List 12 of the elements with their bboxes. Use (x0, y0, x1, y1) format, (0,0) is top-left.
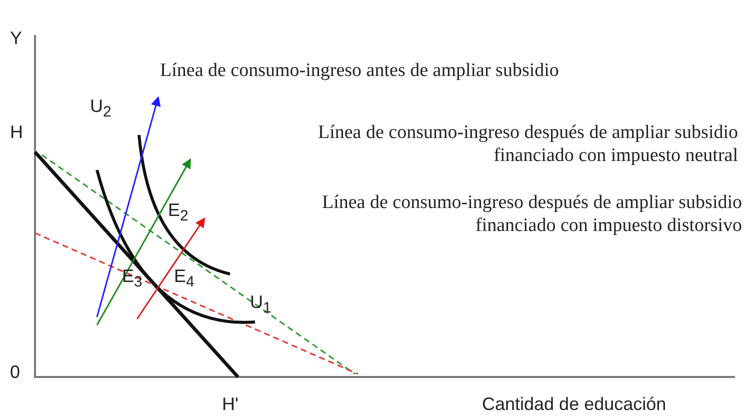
curve-label: U$_{2}$ (90, 96, 112, 122)
axis-label: Y (10, 28, 22, 50)
point-label: E$_{4}$ (174, 266, 194, 292)
annotation: Línea de consumo-ingreso después de ampliar subsidio financiado con impuesto neutral (316, 122, 738, 168)
axis-label: H' (222, 394, 238, 416)
annotation: Línea de consumo-ingreso antes de ampliar subsidio (160, 60, 559, 83)
axis-label: H (10, 122, 23, 144)
axis-label: 0 (10, 362, 20, 384)
axis-title: Cantidad de educación (482, 394, 666, 416)
point-label: E$_{2}$ (168, 200, 188, 226)
annotation: Línea de consumo-ingreso después de ampliar subsidio financiado con impuesto distorsivo (320, 192, 742, 238)
curve-label: U$_{1}$ (250, 292, 272, 318)
